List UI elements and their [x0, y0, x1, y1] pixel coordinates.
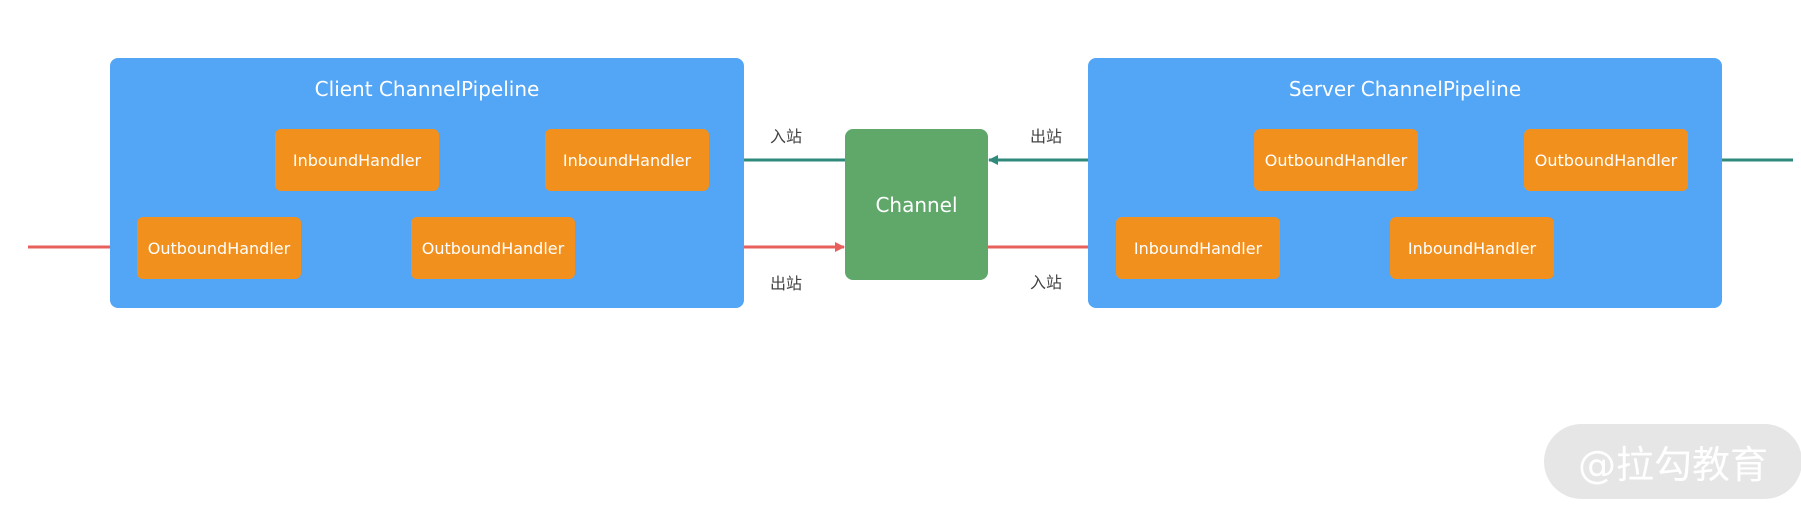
server-outbound-handler-1: OutboundHandler — [1254, 129, 1418, 191]
client-inbound-handler-1: InboundHandler — [275, 129, 439, 191]
server-outbound-handler-2: OutboundHandler — [1524, 129, 1688, 191]
server-inbound-handler-2: InboundHandler — [1390, 217, 1554, 279]
server-inbound-label: 入站 — [1030, 273, 1063, 292]
client-outbound-label: 出站 — [770, 274, 803, 293]
server-pipeline-title: Server ChannelPipeline — [1288, 77, 1522, 101]
watermark: @拉勾教育 — [1544, 424, 1801, 499]
client-pipeline-title: Client ChannelPipeline — [314, 77, 540, 101]
server-outbound-label: 出站 — [1030, 127, 1063, 146]
client-inbound-handler-2: InboundHandler — [545, 129, 709, 191]
channel-node: Channel — [845, 129, 988, 280]
server-inbound-handler-1: InboundHandler — [1116, 217, 1280, 279]
client-outbound-handler-1: OutboundHandler — [137, 217, 301, 279]
client-outbound-handler-2: OutboundHandler — [411, 217, 575, 279]
client-inbound-label: 入站 — [770, 127, 803, 146]
